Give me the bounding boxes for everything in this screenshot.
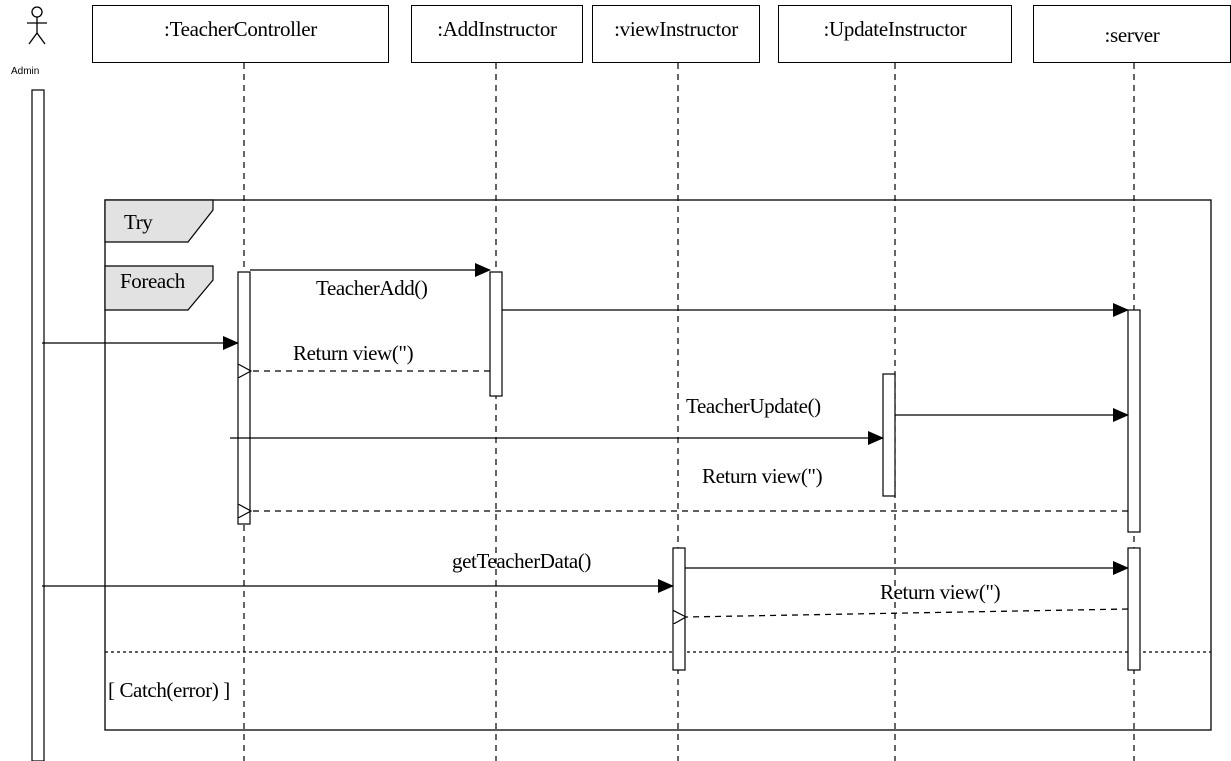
actor-figure-icon	[27, 6, 47, 45]
lifeline-view-instructor[interactable]: :viewInstructor	[592, 5, 760, 63]
lifeline-teacher-controller[interactable]: :TeacherController	[92, 5, 389, 63]
foreach-fragment-tab	[104, 265, 214, 311]
message-label-get-teacher-data: getTeacherData()	[452, 549, 592, 573]
message-label-teacher-update: TeacherUpdate()	[686, 394, 821, 418]
catch-guard-label: [ Catch(error) ]	[108, 678, 230, 702]
admin-activation-bar	[31, 89, 45, 761]
try-fragment-label: Try	[124, 210, 153, 234]
message-label-return-view-2: Return view(")	[702, 464, 823, 488]
lifeline-add-instructor[interactable]: :AddInstructor	[411, 5, 583, 63]
message-label-return-view-1: Return view(")	[293, 341, 414, 365]
lifeline-update-instructor[interactable]: :UpdateInstructor	[778, 5, 1012, 63]
activation-bars	[237, 271, 1141, 671]
lifeline-server[interactable]: :server	[1033, 5, 1231, 63]
try-fragment-frame	[104, 199, 1212, 731]
actor-label: Admin	[11, 66, 40, 77]
message-label-teacher-add: TeacherAdd()	[316, 276, 428, 300]
try-fragment-tab	[104, 199, 214, 243]
return-arrow-view-3	[686, 608, 1129, 617]
message-label-return-view-3: Return view(")	[880, 580, 1001, 604]
foreach-fragment-label: Foreach	[120, 269, 185, 293]
